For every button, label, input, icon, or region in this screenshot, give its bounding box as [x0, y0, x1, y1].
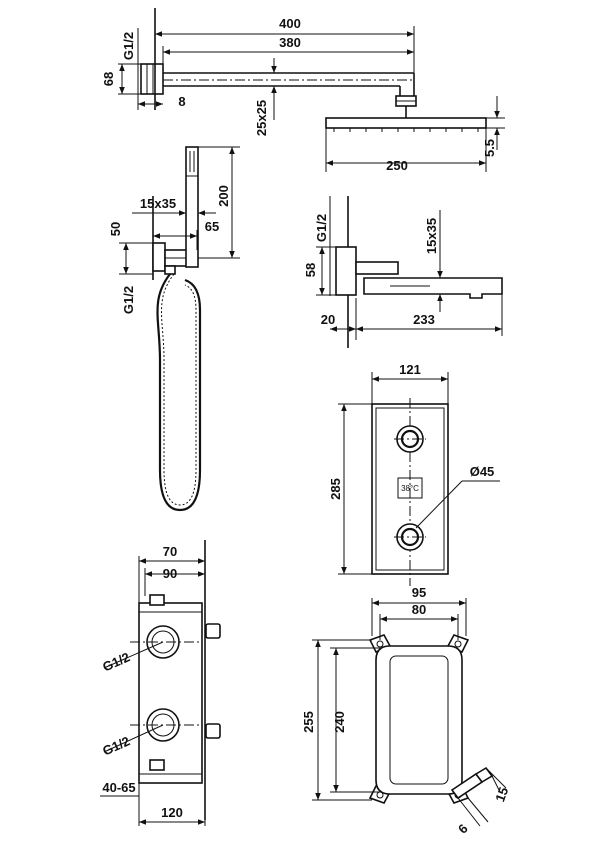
dim-hand-shower-offset: 65: [205, 219, 219, 234]
spout-view: G1/2 15x35 58 20 233: [303, 196, 503, 348]
dim-valve-thread-top: G1/2: [100, 649, 132, 674]
hand-shower-view: 200 15x35 65 50 G1/2: [108, 146, 240, 512]
dim-front-inner-height: 240: [332, 711, 347, 733]
valve-side-view: 70 90 G1/2 G1/2 40-65 120: [100, 540, 221, 826]
dim-arm-length: 380: [279, 35, 301, 50]
rain-head-view: 250 5.5: [325, 96, 505, 173]
dim-hand-shower-length: 200: [216, 185, 231, 207]
dim-spout-section: 15x35: [424, 218, 439, 254]
dim-arm-flange: 8: [178, 94, 185, 109]
dim-hand-shower-thread: G1/2: [121, 286, 136, 314]
control-panel-view: 38°C 121 285 Ø45: [328, 362, 500, 586]
dim-panel-height: 285: [328, 478, 343, 500]
dim-valve-depth-b: 90: [163, 566, 177, 581]
dim-spout-wall: 20: [321, 312, 335, 327]
dim-valve-depth-a: 70: [163, 544, 177, 559]
dim-arm-total: 400: [279, 16, 301, 31]
dim-hand-shower-section: 15x35: [140, 196, 176, 211]
arm-wall-flange: [140, 63, 164, 95]
dim-front-outer-height: 255: [301, 711, 316, 733]
dim-rain-head-width: 250: [386, 158, 408, 173]
dim-spout-thread: G1/2: [314, 214, 329, 242]
dim-front-bracket-a: 15: [492, 785, 511, 804]
dim-valve-width: 120: [161, 805, 183, 820]
dim-arm-height: 68: [101, 72, 116, 86]
dim-valve-thread-bottom: G1/2: [100, 733, 132, 758]
dim-panel-width: 121: [399, 362, 421, 377]
dim-valve-installation-depth: 40-65: [102, 780, 135, 795]
dim-rain-head-thickness: 5.5: [482, 139, 497, 157]
dim-arm-thread: G1/2: [121, 32, 136, 60]
valve-front-view: 95 80 255 240 15 6: [301, 585, 511, 837]
dim-spout-height: 58: [303, 263, 318, 277]
dim-hand-shower-height: 50: [108, 222, 123, 236]
dim-arm-section: 25x25: [254, 100, 269, 136]
control-display: 38°C: [401, 484, 419, 493]
dim-knob-diameter: Ø45: [470, 464, 495, 479]
dim-front-inner-width: 80: [412, 602, 426, 617]
shower-arm-view: 400 380 G1/2 68 8 25x25: [101, 8, 417, 136]
dim-front-outer-width: 95: [412, 585, 426, 600]
dim-spout-length: 233: [413, 312, 435, 327]
dim-front-bracket-b: 6: [455, 821, 471, 837]
